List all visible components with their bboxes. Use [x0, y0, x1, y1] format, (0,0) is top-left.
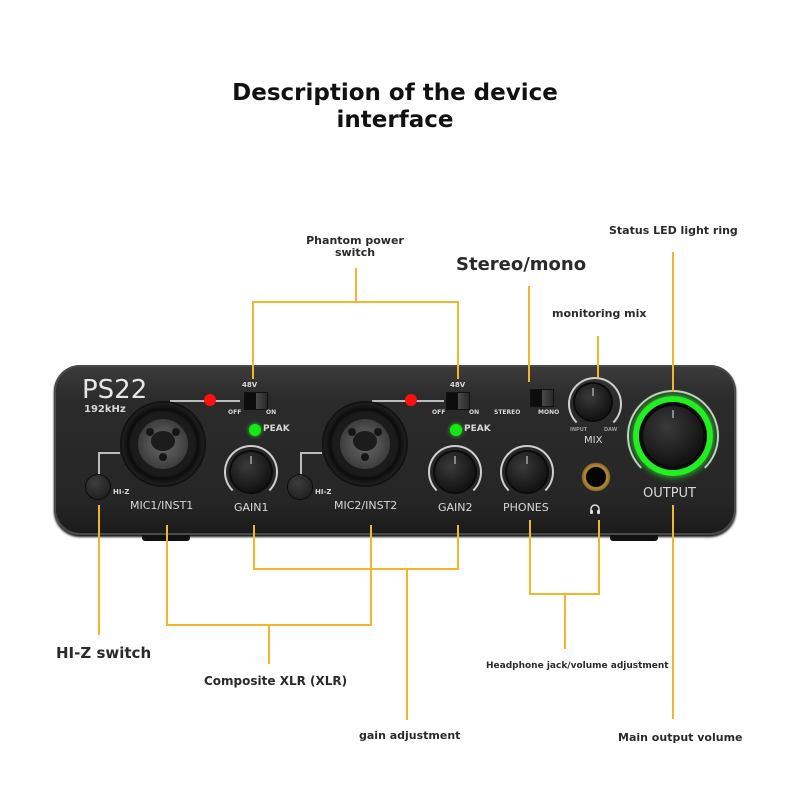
peak-label-1: PEAK	[263, 424, 290, 434]
leader-line	[529, 520, 531, 594]
callout-composite-xlr: Composite XLR (XLR)	[204, 674, 348, 688]
mix-knob-ring	[568, 377, 622, 431]
knob-indicator	[454, 456, 456, 464]
callout-phantom-power: Phantom power switch	[306, 234, 404, 259]
callout-hiz-switch: HI-Z switch	[56, 644, 152, 662]
gain-knob-ring-2	[428, 445, 482, 499]
stereo-label: STEREO	[494, 409, 521, 416]
phantom-on-label-1: ON	[266, 409, 277, 416]
xlr-combo-jack-2[interactable]	[324, 403, 406, 485]
xlr-pin	[146, 428, 154, 436]
peak-led-2	[450, 424, 462, 436]
knob-indicator	[250, 456, 252, 464]
phantom-switch-2[interactable]	[446, 392, 470, 410]
leader-line	[268, 624, 270, 664]
leader-line	[355, 268, 357, 302]
device-foot	[610, 535, 658, 541]
phones-knob[interactable]	[507, 452, 547, 492]
callout-status-led: Status LED light ring	[609, 224, 738, 237]
mix-knob[interactable]	[575, 384, 611, 420]
headphones-icon	[589, 500, 601, 514]
leader-line	[252, 301, 458, 303]
xlr-pin	[348, 428, 356, 436]
peak-label-2: PEAK	[464, 424, 491, 434]
phantom-off-label-2: OFF	[432, 409, 446, 416]
leader-line	[370, 525, 372, 625]
xlr-pin	[374, 428, 382, 436]
callout-monitoring-mix: monitoring mix	[552, 307, 647, 320]
phantom-label-1: 48V	[242, 381, 258, 389]
leader-line	[597, 336, 599, 378]
hiz-wire	[98, 452, 120, 478]
output-knob[interactable]	[643, 406, 703, 466]
callout-stereo-mono: Stereo/mono	[456, 254, 587, 275]
callout-gain-adjustment: gain adjustment	[359, 729, 461, 742]
callout-main-output: Main output volume	[618, 731, 743, 744]
page-title: Description of the device interface	[232, 80, 558, 133]
input-label-2: MIC2/INST2	[334, 499, 398, 512]
leader-line	[598, 520, 600, 594]
leader-line	[457, 525, 459, 570]
xlr-center	[151, 431, 175, 451]
leader-line	[406, 570, 408, 720]
leader-line	[672, 252, 674, 392]
gain-knob-ring-1	[224, 445, 278, 499]
knob-indicator	[672, 410, 674, 418]
leader-line	[166, 525, 168, 625]
xlr-pin	[361, 453, 369, 461]
phones-knob-ring	[500, 445, 554, 499]
phantom-wire	[214, 400, 240, 402]
leader-line	[253, 525, 255, 570]
knob-indicator	[592, 388, 594, 396]
hiz-label-2: HI-Z	[315, 488, 332, 496]
model-name: PS22	[82, 375, 148, 405]
gain-knob-1[interactable]	[231, 452, 271, 492]
xlr-pin	[159, 453, 167, 461]
mix-input-label: INPUT	[570, 427, 588, 433]
leader-line	[564, 593, 566, 649]
knob-indicator	[526, 456, 528, 464]
xlr-combo-jack-1[interactable]	[122, 403, 204, 485]
peak-led-1	[249, 424, 261, 436]
hiz-button-1[interactable]	[86, 475, 110, 499]
gain-label-1: GAIN1	[234, 501, 269, 514]
leader-line	[672, 505, 674, 719]
xlr-center	[353, 431, 377, 451]
xlr-insert	[340, 419, 390, 469]
leader-line	[528, 286, 530, 382]
phantom-wire	[416, 400, 444, 402]
xlr-insert	[138, 419, 188, 469]
headphone-jack[interactable]	[581, 462, 611, 492]
audio-interface-device: PS22 192kHz 48V OFF ON MIC1/INST1 HI-Z P…	[54, 365, 736, 541]
phantom-led-1	[204, 394, 216, 406]
phantom-led-2	[405, 394, 417, 406]
input-label-1: MIC1/INST1	[130, 499, 194, 512]
hiz-button-2[interactable]	[288, 475, 312, 499]
phantom-switch-1[interactable]	[244, 392, 268, 410]
callout-headphone-jack: Headphone jack/volume adjustment	[486, 661, 669, 671]
output-label: OUTPUT	[643, 486, 696, 501]
leader-line	[252, 301, 254, 379]
leader-line	[457, 301, 459, 379]
gain-knob-2[interactable]	[435, 452, 475, 492]
leader-line	[253, 568, 459, 570]
phantom-label-2: 48V	[450, 381, 466, 389]
leader-line	[98, 505, 100, 635]
sample-rate: 192kHz	[84, 404, 126, 415]
phones-label: PHONES	[503, 501, 549, 514]
xlr-pin	[172, 428, 180, 436]
phantom-on-label-2: ON	[469, 409, 480, 416]
hiz-label-1: HI-Z	[113, 488, 130, 496]
mix-daw-label: DAW	[604, 427, 618, 433]
phantom-off-label-1: OFF	[228, 409, 242, 416]
stereo-mono-switch[interactable]	[530, 389, 554, 407]
gain-label-2: GAIN2	[438, 501, 473, 514]
hiz-wire	[300, 452, 322, 478]
mono-label: MONO	[538, 409, 560, 416]
mix-label: MIX	[584, 435, 603, 446]
